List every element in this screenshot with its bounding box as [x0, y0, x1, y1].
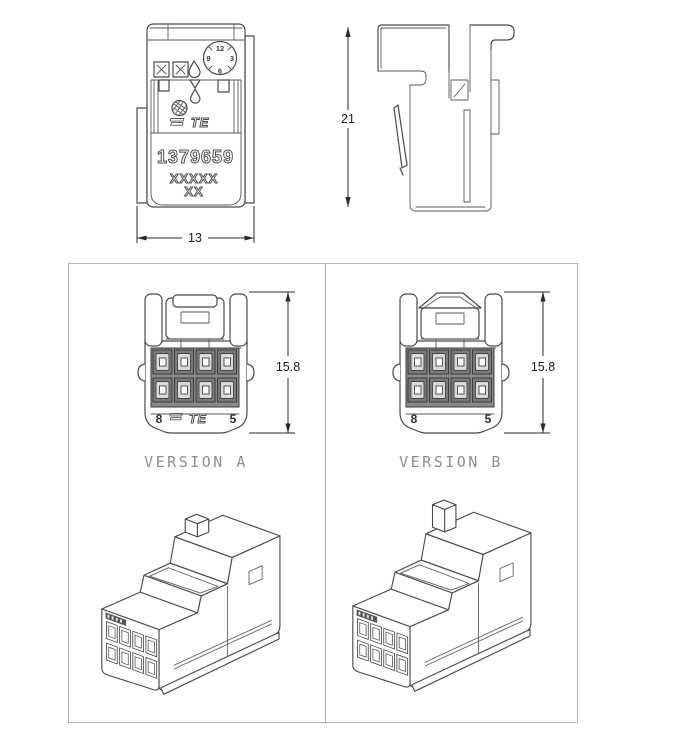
- side-head-outline: [377, 24, 450, 72]
- side-view-drawing: 21: [341, 24, 515, 212]
- width-dimension: 13: [136, 206, 255, 245]
- marking-row2: XX: [184, 184, 203, 199]
- front-a-cavity-left: 8: [156, 412, 163, 426]
- version-a-label: VERSION A: [144, 453, 248, 471]
- front-b-dim-text: 15.8: [531, 360, 555, 374]
- width-dim-text: 13: [188, 231, 202, 245]
- height-dimension: 21: [341, 27, 355, 207]
- rear-view-drawing: 12 9 3 6: [136, 23, 255, 245]
- marking-row1: XXXXX: [170, 171, 218, 186]
- front-a-dim-text: 15.8: [276, 360, 300, 374]
- date-wheel-icon: 12 9 3 6: [202, 40, 238, 76]
- versions-panel: 8 5 TE 15.8: [68, 263, 578, 723]
- rear-left-tab: [136, 107, 148, 204]
- height-dim-text: 21: [341, 112, 355, 126]
- front-b-latch-roof: [418, 292, 482, 309]
- front-a-te-logo: TE: [169, 412, 207, 427]
- water-drop-icon: [188, 60, 201, 79]
- x-symbol-icon: [153, 61, 189, 78]
- version-b-isometric-view: [352, 499, 532, 692]
- part-number-text: 1379659: [157, 147, 234, 167]
- side-wing-outline: [469, 24, 515, 51]
- side-body-outline: [377, 43, 492, 212]
- wheel-6: 6: [218, 67, 222, 76]
- front-a-cavity-right: 5: [230, 412, 237, 426]
- svg-text:TE: TE: [189, 412, 207, 426]
- front-a-dimension: 15.8: [249, 291, 300, 434]
- te-logo: TE: [169, 115, 210, 131]
- te-logo-text: TE: [191, 115, 210, 130]
- version-a-isometric-view: [101, 513, 281, 695]
- panel-divider: [324, 264, 326, 722]
- version-a-front-view: 8 5 TE 15.8: [137, 291, 300, 434]
- version-b-front-view: 8 5 15.8: [392, 291, 555, 434]
- front-b-cavity-left: 8: [411, 412, 418, 426]
- wheel-12: 12: [216, 44, 224, 53]
- wheel-9: 9: [206, 54, 210, 63]
- rear-right-rail: [244, 35, 255, 204]
- front-b-dimension: 15.8: [504, 291, 555, 434]
- material-symbol-icon: [171, 99, 188, 117]
- version-b-label: VERSION B: [399, 453, 503, 471]
- iso-b-cavity-grid: [356, 609, 409, 676]
- wheel-3: 3: [230, 54, 234, 63]
- front-b-cavity-right: 5: [485, 412, 492, 426]
- iso-a-cavity-grid: [105, 612, 158, 679]
- inner-drop-icon: [189, 88, 201, 104]
